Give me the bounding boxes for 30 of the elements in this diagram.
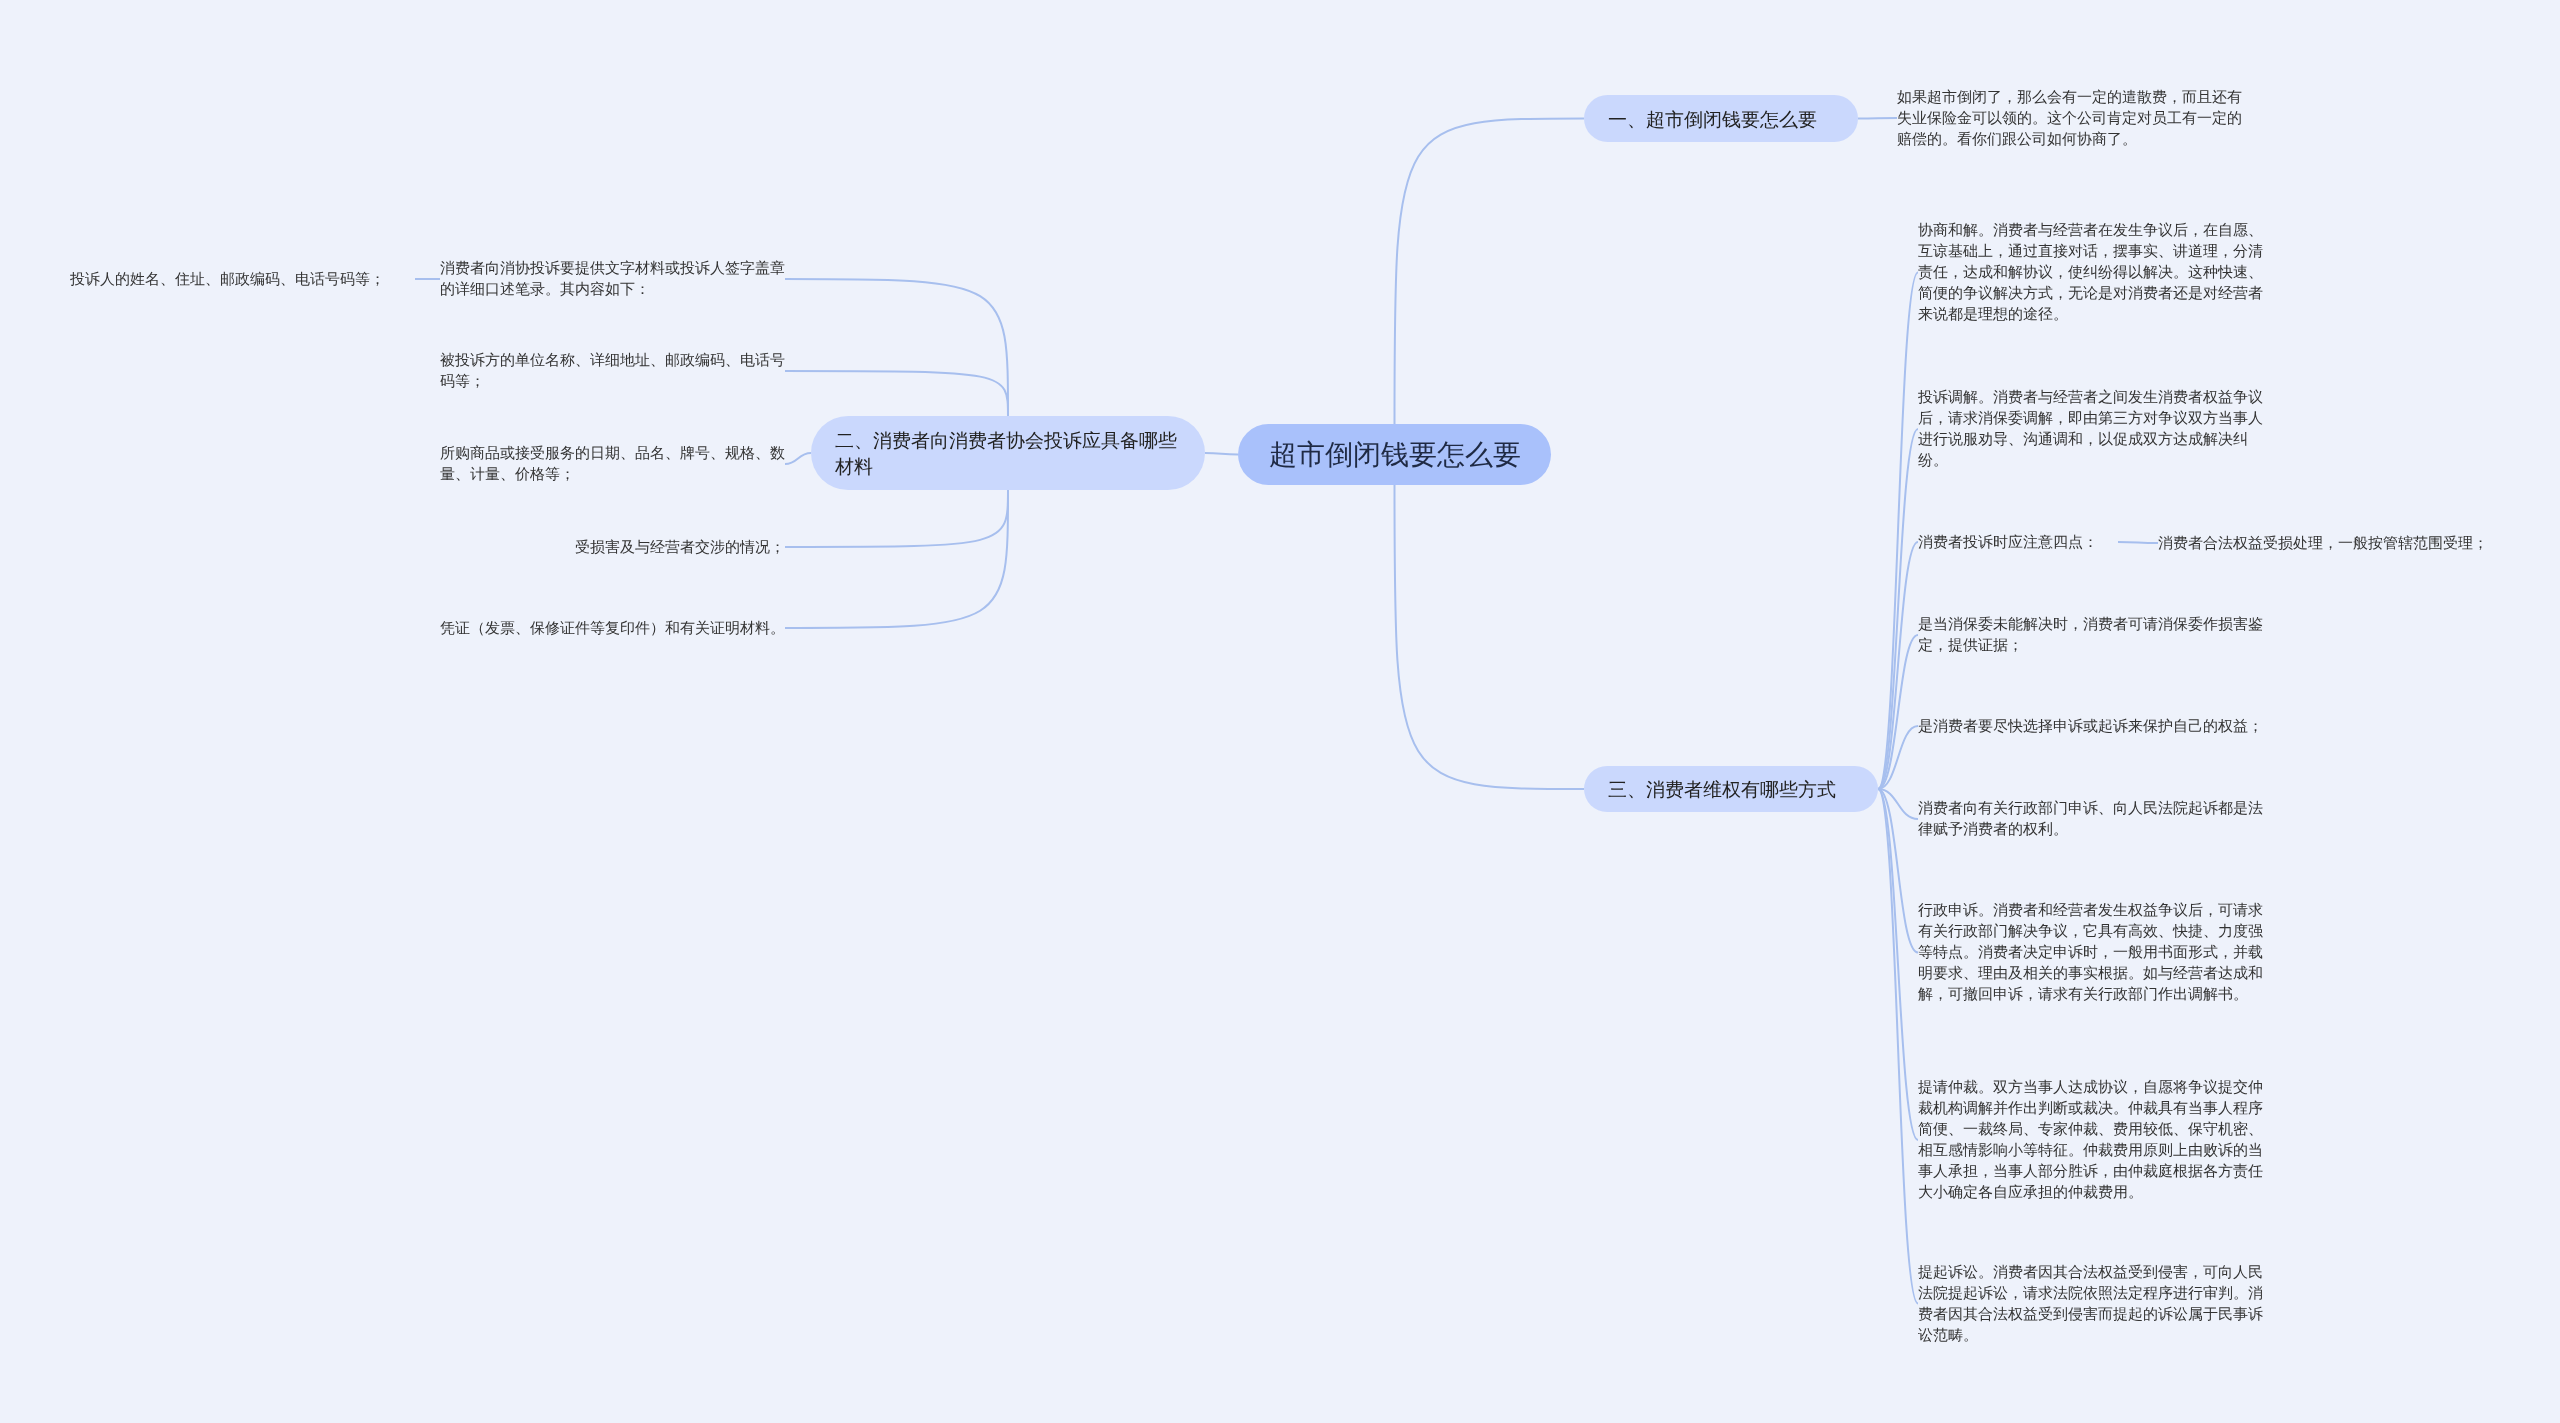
- connector-line: [1857, 117, 1898, 120]
- root-topic-pill: 超市倒闭钱要怎么要: [1238, 424, 1551, 485]
- leaf-text: 受损害及与经营者交涉的情况；: [440, 534, 785, 560]
- branch-topic-pill: 三、消费者维权有哪些方式: [1584, 766, 1878, 812]
- connector-line: [1393, 117, 1585, 425]
- leaf-text: 是消费者要尽快选择申诉或起诉来保护自己的权益；: [1918, 701, 2268, 751]
- leaf-text: 行政申诉。消费者和经营者发生权益争议后，可请求有关行政部门解决争议，它具有高效、快捷、力度强等特点。消费者决定申诉时，一般用书面形式，并载明要求、理由及相关的事实根据。如与经营者达成和解，可撤回申诉，请求有关行政部门作出调解书。: [1918, 885, 2268, 1020]
- leaf-text: 协商和解。消费者与经营者在发生争议后，在自愿、互谅基础上，通过直接对话，摆事实、讲道理，分清责任，达成和解协议，使纠纷得以解决。这种快速、简便的争议解决方式，无论是对消费者还是对经营者来说都是理想的途径。: [1918, 205, 2268, 340]
- leaf-text: 如果超市倒闭了，那么会有一定的遣散费，而且还有失业保险金可以领的。这个公司肯定对员工有一定的赔偿的。看你们跟公司如何协商了。: [1897, 72, 2247, 164]
- connector-line: [784, 489, 1009, 629]
- connector-line: [1204, 452, 1239, 456]
- branch-topic-pill: 一、超市倒闭钱要怎么要: [1584, 95, 1858, 142]
- leaf-text: 消费者向有关行政部门申诉、向人民法院起诉都是法律赋予消费者的权利。: [1918, 794, 2268, 844]
- leaf-text: 投诉人的姓名、住址、邮政编码、电话号码等；: [70, 254, 415, 304]
- leaf-text: 被投诉方的单位名称、详细地址、邮政编码、电话号码等；: [440, 346, 785, 396]
- leaf-text: 投诉调解。消费者与经营者之间发生消费者权益争议后，请求消保委调解，即由第三方对争议双方当事人进行说服劝导、沟通调和，以促成双方达成解决纠纷。: [1918, 383, 2268, 475]
- leaf-text: 提请仲裁。双方当事人达成协议，自愿将争议提交仲裁机构调解并作出判断或裁决。仲裁具有当事人程序简便、一裁终局、专家仲裁、费用较低、保守机密、相互感情影响小等特征。仲裁费用原则上由败诉的当事人承担，当事人部分胜诉，由仲裁庭根据各方责任大小确定各自应承担的仲裁费用。: [1918, 1060, 2268, 1220]
- leaf-text: 凭证（发票、保修证件等复印件）和有关证明材料。: [440, 603, 785, 653]
- leaf-text: 提起诉讼。消费者因其合法权益受到侵害，可向人民法院提起诉讼，请求法院依照法定程序进行审判。消费者因其合法权益受到侵害而提起的诉讼属于民事诉讼范畴。: [1918, 1256, 2268, 1351]
- connector-line: [1393, 484, 1585, 790]
- connector-line: [2117, 541, 2159, 544]
- leaf-text: 消费者投诉时应注意四点：: [1918, 528, 2118, 556]
- leaf-text: 所购商品或接受服务的日期、品名、牌号、规格、数量、计量、价格等；: [440, 439, 785, 489]
- connector-line: [784, 370, 1009, 417]
- branch-topic-pill: 二、消费者向消费者协会投诉应具备哪些材料: [811, 416, 1205, 490]
- leaf-text: 是当消保委未能解决时，消费者可请消保委作损害鉴定，提供证据；: [1918, 610, 2268, 660]
- leaf-text: 消费者向消协投诉要提供文字材料或投诉人签字盖章的详细口述笔录。其内容如下：: [440, 254, 785, 304]
- connector-line: [784, 452, 812, 465]
- leaf-text: 消费者合法权益受损处理，一般按管辖范围受理；: [2158, 518, 2508, 568]
- connector-line: [414, 278, 441, 280]
